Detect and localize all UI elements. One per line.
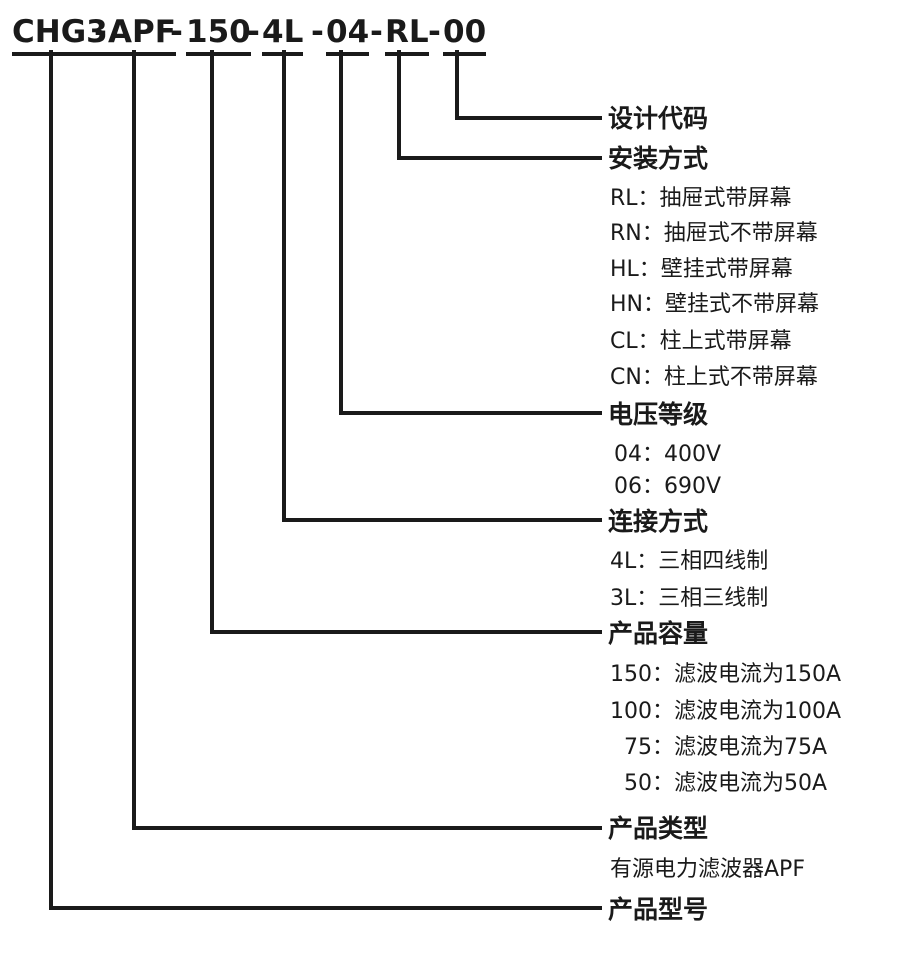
connection-item: 4L：三相四线制	[610, 549, 769, 574]
code-separator: -	[170, 14, 183, 50]
code-segment-capacity: 150	[186, 12, 251, 56]
capacity-title: 产品容量	[608, 619, 709, 648]
code-segment-voltage: 04	[326, 12, 370, 56]
connection-item: 3L：三相三线制	[610, 586, 769, 611]
voltage-title: 电压等级	[608, 400, 709, 429]
type-item: 有源电力滤波器APF	[610, 857, 805, 882]
install-title: 安装方式	[608, 144, 709, 173]
code-segment-series: CHG3	[12, 12, 108, 56]
line-model	[49, 50, 602, 910]
install-item: RL：抽屉式带屏幕	[610, 186, 792, 211]
code-segment-design: 00	[443, 12, 487, 56]
install-item: CL：柱上式带屏幕	[610, 329, 792, 354]
line-design-code	[455, 50, 602, 120]
line-type	[132, 50, 602, 830]
voltage-item: 06：690V	[614, 474, 722, 499]
line-voltage	[339, 50, 602, 415]
install-item: HN：壁挂式不带屏幕	[610, 292, 820, 317]
install-item: HL：壁挂式带屏幕	[610, 257, 793, 282]
install-item: RN：抽屉式不带屏幕	[610, 221, 818, 246]
line-capacity	[210, 50, 602, 634]
code-separator: -	[247, 14, 260, 50]
code-segment-type: APF	[108, 12, 176, 56]
install-item: CN：柱上式不带屏幕	[610, 365, 818, 390]
code-separator: -	[311, 14, 324, 50]
code-separator: -	[370, 14, 383, 50]
design-code-title: 设计代码	[608, 104, 709, 133]
connection-title: 连接方式	[608, 507, 709, 536]
capacity-item: 100：滤波电流为100A	[610, 699, 842, 724]
line-connection	[282, 50, 602, 522]
code-segment-connection: 4L	[262, 12, 304, 56]
capacity-item: 75：滤波电流为75A	[624, 735, 828, 760]
type-title: 产品类型	[608, 814, 709, 843]
code-segment-install: RL	[385, 12, 429, 56]
code-separator: -	[94, 14, 107, 50]
voltage-item: 04：400V	[614, 442, 722, 467]
model-title: 产品型号	[608, 895, 709, 924]
code-separator: -	[428, 14, 441, 50]
capacity-item: 150：滤波电流为150A	[610, 662, 842, 687]
line-install	[397, 50, 602, 160]
capacity-item: 50：滤波电流为50A	[624, 771, 828, 796]
